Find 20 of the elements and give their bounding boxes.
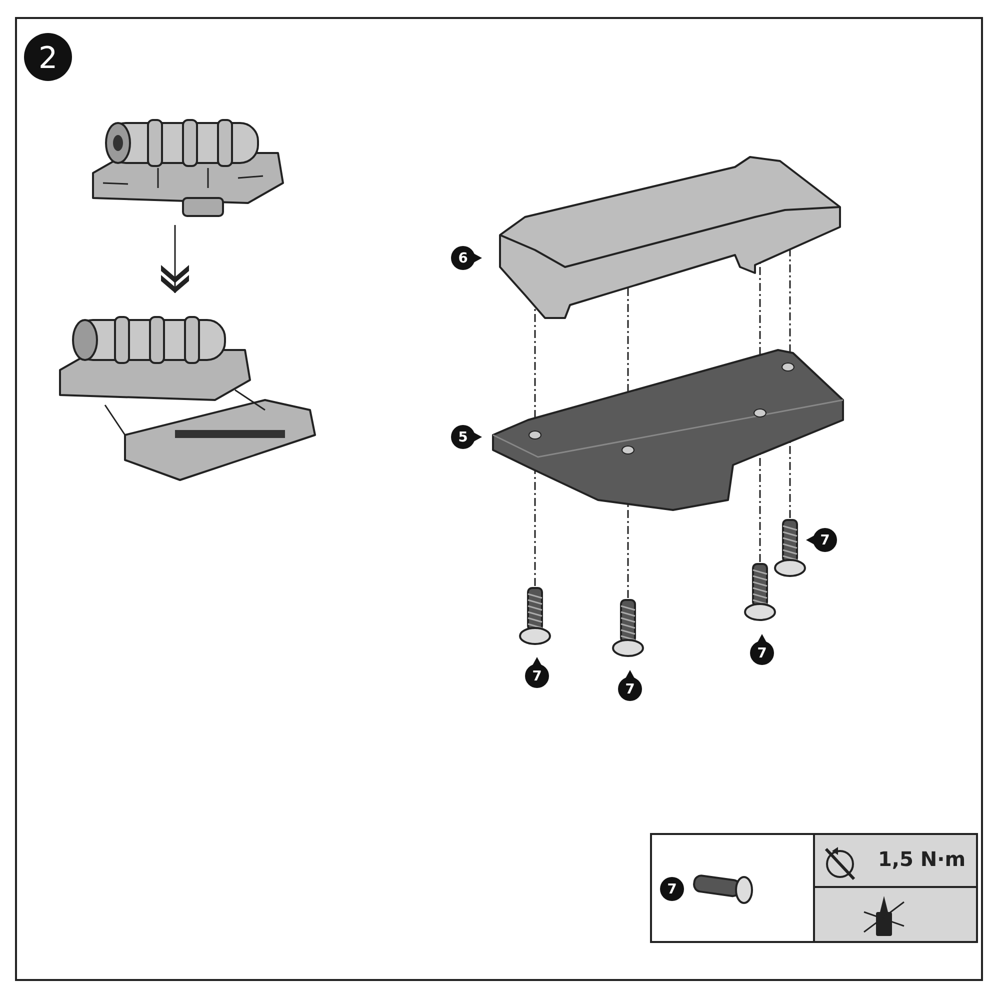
alignment-line [789, 442, 791, 518]
alignment-line [789, 249, 791, 352]
alignment-line [627, 504, 629, 598]
alignment-line [759, 262, 761, 356]
callout-number: 5 [443, 417, 483, 457]
screw-drawing [743, 562, 777, 624]
alignment-line [534, 306, 536, 418]
alignment-line [627, 287, 629, 392]
torque-value: 1,5 N·m [878, 847, 966, 871]
screw-drawing [773, 518, 807, 580]
alignment-line [534, 470, 536, 586]
callout-number: 7 [517, 656, 557, 696]
alignment-line [759, 454, 761, 562]
screw-drawing [518, 586, 552, 648]
callout-number: 6 [443, 238, 483, 278]
callout-number: 7 [742, 633, 782, 673]
callout-number: 7 [610, 669, 650, 709]
callout-number: 7 [652, 869, 692, 909]
callout-number: 7 [805, 520, 845, 560]
screw-drawing [611, 598, 645, 660]
